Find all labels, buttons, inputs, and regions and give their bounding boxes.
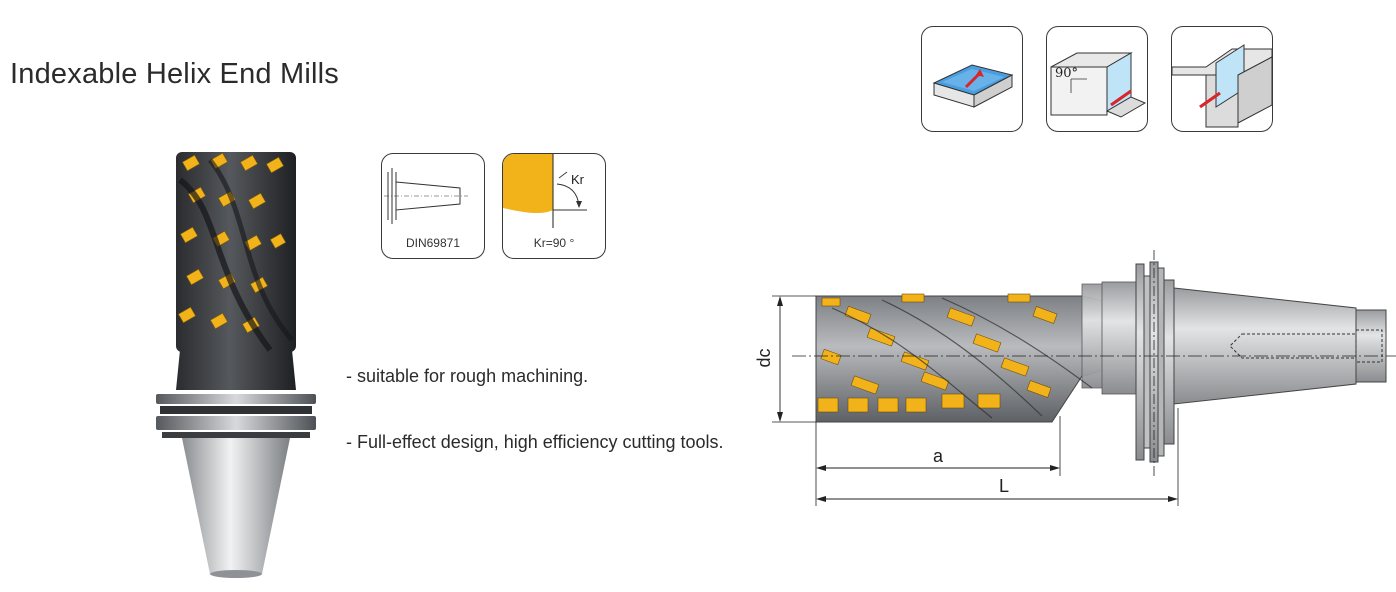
shoulder-milling-icon: 90° (1046, 26, 1148, 132)
kr-symbol-label: Kr (571, 172, 585, 187)
slot-milling-icon (1171, 26, 1273, 132)
feature-item: - Full-effect design, high efficiency cu… (346, 432, 724, 452)
diameter-dimension-label: dc (754, 348, 774, 367)
face-milling-icon (921, 26, 1023, 132)
kr-90-icon: Kr Kr=90 ° (502, 153, 606, 259)
din69871-shank-icon: DIN69871 (381, 153, 485, 259)
shoulder-angle-label: 90° (1055, 66, 1078, 81)
end-mill-product-image (150, 150, 325, 580)
cutting-length-dimension-label: a (933, 446, 944, 466)
shank-standard-label: DIN69871 (405, 236, 461, 250)
technical-drawing: dc a L (752, 248, 1396, 510)
kr-angle-label: Kr=90 ° (533, 236, 575, 250)
feature-item: - suitable for rough machining. (346, 366, 589, 386)
overall-length-dimension-label: L (999, 476, 1009, 496)
page-title: Indexable Helix End Mills (10, 58, 339, 90)
